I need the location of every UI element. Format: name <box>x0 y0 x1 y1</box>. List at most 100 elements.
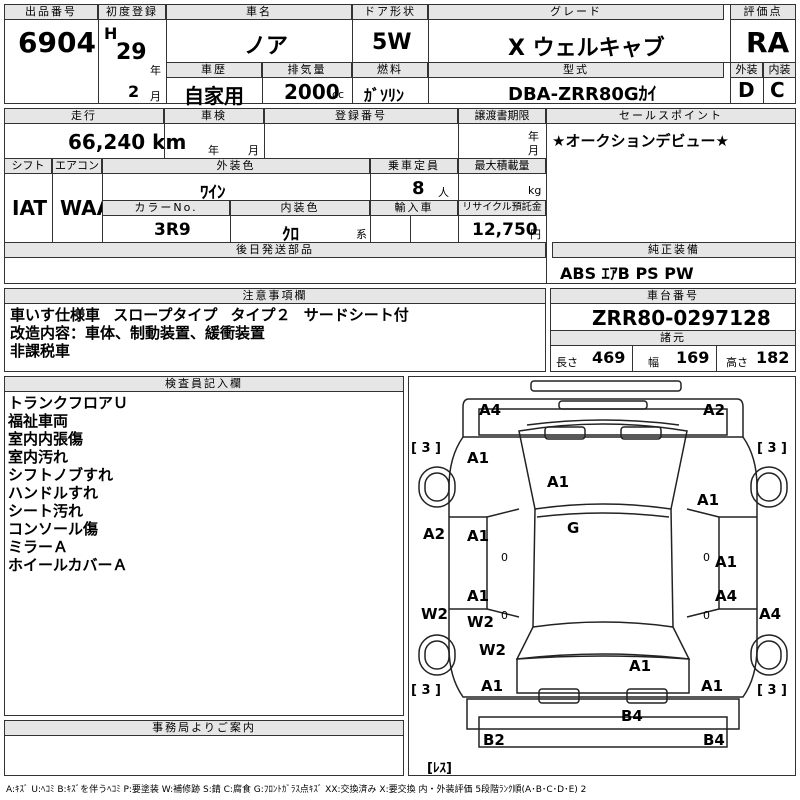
equipment: ABS ｴｱB PS PW <box>560 264 694 283</box>
interior-color-label: 内装色 <box>230 200 370 216</box>
inspector-line: ミラーＡ <box>8 538 69 556</box>
damage-mark: A4 <box>715 587 738 605</box>
inspector-line: 福祉車両 <box>8 412 69 430</box>
exterior-color: ﾜｲﾝ <box>200 183 226 203</box>
interior-unit: 系 <box>356 228 367 241</box>
int-grade: C <box>770 78 785 102</box>
exterior-color-label: 外装色 <box>102 158 370 174</box>
damage-mark: B4 <box>703 731 725 749</box>
plate-label: 登録番号 <box>264 108 458 124</box>
fuel-label: 燃料 <box>352 62 428 78</box>
damage-mark: A1 <box>547 473 570 491</box>
load-unit: kg <box>528 184 542 197</box>
wheel-mark: 0 <box>501 551 508 564</box>
car-name: ノア <box>244 34 289 59</box>
wheel-mark: 0 <box>501 609 508 622</box>
displacement-unit: cc <box>332 88 345 101</box>
damage-mark: A1 <box>715 553 738 571</box>
capacity-unit: 人 <box>438 186 449 199</box>
ac-label: エアコン <box>52 158 102 174</box>
damage-mark: W2 <box>479 641 506 659</box>
door-label: ドア形状 <box>352 4 428 20</box>
height: 182 <box>756 348 790 367</box>
transfer-month-unit: 月 <box>528 144 539 157</box>
inspector-line: シフトノブすれ <box>8 466 114 484</box>
later-parts-label: 後日発送部品 <box>4 242 546 258</box>
history-label: 車歴 <box>166 62 262 78</box>
chassis-label: 車台番号 <box>550 288 796 304</box>
tire-rr: [ 3 ] <box>757 683 787 698</box>
wheel-mark: 0 <box>703 609 710 622</box>
model: DBA-ZRR80Gｶｲ <box>508 84 657 105</box>
transfer-year-unit: 年 <box>528 130 539 143</box>
shift-label: シフト <box>4 158 52 174</box>
width: 169 <box>676 348 710 367</box>
score-label: 評価点 <box>730 4 796 20</box>
recycle: 12,750 <box>472 220 538 240</box>
inspector-line: ハンドルすれ <box>8 484 99 502</box>
recycle-unit: 円 <box>530 228 541 241</box>
office-label: 事務局よりご案内 <box>4 720 404 736</box>
era: H <box>104 24 118 43</box>
ext-grade: D <box>738 78 755 102</box>
chassis-number: ZRR80-0297128 <box>592 306 771 330</box>
mileage: 66,240 km <box>68 130 187 154</box>
displacement-label: 排気量 <box>262 62 352 78</box>
damage-mark: G <box>567 519 580 537</box>
car-diagram: [ 3 ] [ 3 ] [ 3 ] [ 3 ] [ﾚｽ] 0 0 0 0 A4 … <box>408 376 796 776</box>
equip-label: 純正装備 <box>552 242 796 258</box>
inspector-line: 室内内張傷 <box>8 430 84 448</box>
first-reg-label: 初度登録 <box>98 4 166 20</box>
notes-label: 注意事項欄 <box>4 288 546 304</box>
transfer-label: 譲渡書期限 <box>458 108 546 124</box>
inspection-month-unit: 月 <box>248 144 259 157</box>
lot-number: 6904 <box>18 26 96 59</box>
score: RA <box>746 26 790 59</box>
damage-mark: A2 <box>703 401 726 419</box>
model-label: 型式 <box>428 62 724 78</box>
damage-mark: A1 <box>467 587 490 605</box>
ext-label: 外装 <box>730 62 763 78</box>
reg-month: 2 <box>128 82 140 101</box>
notes-line: 車いす仕様車 スロープタイプ タイプ２ サードシート付 <box>10 306 409 324</box>
damage-mark: A1 <box>467 527 490 545</box>
spare-tire: [ﾚｽ] <box>427 761 452 776</box>
tire-fl: [ 3 ] <box>411 441 441 456</box>
inspector-line: ホイールカバーＡ <box>8 556 128 574</box>
wheel-mark: 0 <box>703 551 710 564</box>
legend: A:ｷｽﾞ U:ﾍｺﾐ B:ｷｽﾞを伴うﾍｺﾐ P:要塗装 W:補修跡 S:錆 … <box>6 785 587 795</box>
inspector-line: トランクフロアＵ <box>8 394 129 412</box>
height-label: 高さ <box>726 356 748 369</box>
damage-mark: A2 <box>423 525 446 543</box>
sales-point: ★オークションデビュー★ <box>552 132 729 150</box>
notes-line: 非課税車 <box>10 342 71 360</box>
shift: IAT <box>12 196 48 220</box>
grade-label: グレード <box>428 4 724 20</box>
damage-mark: A1 <box>467 449 490 467</box>
inspector-list: トランクフロアＵ 福祉車両 室内内張傷 室内汚れ シフトノブすれ ハンドルすれ … <box>8 394 128 574</box>
inspection-label: 車検 <box>164 108 264 124</box>
month-unit: 月 <box>150 90 161 103</box>
sales-label: セールスポイント <box>546 108 796 124</box>
notes-list: 車いす仕様車 スロープタイプ タイプ２ サードシート付 改造内容：車体、制動装置… <box>10 306 409 360</box>
width-label: 幅 <box>648 356 659 369</box>
notes-line: 改造内容：車体、制動装置、緩衝装置 <box>10 324 266 342</box>
inspector-line: 室内汚れ <box>8 448 69 466</box>
car-name-label: 車名 <box>166 4 352 20</box>
grade: X ウェルキャブ <box>508 36 665 61</box>
load-label: 最大積載量 <box>458 158 546 174</box>
damage-mark: B2 <box>483 731 505 749</box>
tire-rl: [ 3 ] <box>411 683 441 698</box>
damage-mark: A1 <box>481 677 504 695</box>
damage-mark: B4 <box>621 707 643 725</box>
color-no: 3R9 <box>154 220 191 240</box>
door: 5W <box>372 30 412 55</box>
damage-mark: A4 <box>759 605 782 623</box>
year-unit: 年 <box>150 64 161 77</box>
reg-year: 29 <box>116 40 147 65</box>
displacement: 2000 <box>284 80 340 104</box>
spec-label: 諸元 <box>550 330 796 346</box>
lot-label: 出品番号 <box>4 4 98 20</box>
mileage-label: 走行 <box>4 108 164 124</box>
int-label: 内装 <box>763 62 796 78</box>
